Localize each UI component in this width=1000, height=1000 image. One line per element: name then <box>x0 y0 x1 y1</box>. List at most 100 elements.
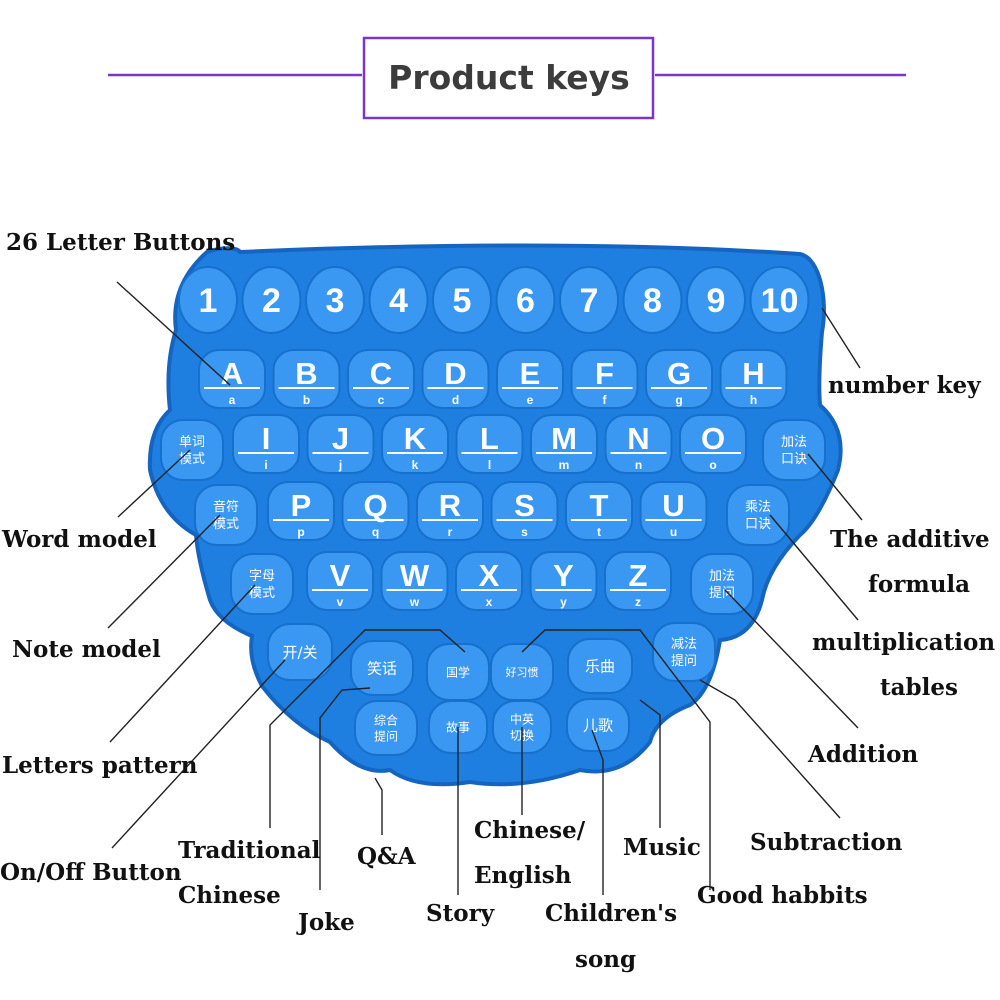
label-qa: Q&A <box>357 843 417 870</box>
letter-key-cap <box>198 349 266 409</box>
func-key-cap <box>267 623 333 681</box>
func-key-label: 提问 <box>374 728 398 743</box>
letter-key-u[interactable]: Uu <box>639 481 708 541</box>
func-key-songs[interactable]: 儿歌 <box>566 698 630 752</box>
letter-key-cap <box>679 414 747 474</box>
letter-key-cap <box>272 349 341 409</box>
label-story: Story <box>426 900 495 927</box>
letter-key-m[interactable]: Mm <box>530 414 598 474</box>
number-key-9[interactable]: 9 <box>686 266 746 334</box>
func-key-on-off[interactable]: 开/关 <box>267 623 333 681</box>
number-key-7[interactable]: 7 <box>559 266 619 334</box>
letter-key-o[interactable]: Oo <box>679 414 747 474</box>
letter-key-upper: D <box>444 356 466 391</box>
func-key-traditional[interactable]: 国学 <box>426 643 490 701</box>
leader-note-model <box>107 514 221 629</box>
func-key-label: 音符 <box>213 499 239 515</box>
letter-key-cap <box>719 349 788 409</box>
letter-key-z[interactable]: Zz <box>604 551 672 611</box>
func-key-music[interactable]: 乐曲 <box>567 638 633 694</box>
number-key-label: 7 <box>580 282 599 320</box>
letter-key-lower: h <box>750 393 757 407</box>
func-key-label: 国学 <box>446 664 470 679</box>
number-key-2[interactable]: 2 <box>241 266 302 334</box>
letter-key-lower: e <box>527 393 534 407</box>
letter-key-b[interactable]: Bb <box>272 349 341 409</box>
number-key-cap <box>559 266 619 334</box>
letter-key-v[interactable]: Vv <box>306 551 374 611</box>
letter-key-cap <box>529 551 598 611</box>
leader-letters <box>116 281 231 386</box>
letter-key-j[interactable]: Jj <box>306 414 375 474</box>
number-key-6[interactable]: 6 <box>495 266 556 334</box>
letter-key-w[interactable]: Ww <box>380 551 449 611</box>
letter-key-lower: i <box>264 458 267 472</box>
func-key-good-habits[interactable]: 好习惯 <box>490 643 554 701</box>
letter-key-upper: C <box>370 356 392 391</box>
func-key-label: 中英 <box>510 711 534 726</box>
func-key-label: 好习惯 <box>506 665 539 679</box>
letter-key-c[interactable]: Cc <box>347 349 415 409</box>
func-key-label: 乘法 <box>745 500 771 515</box>
letter-key-q[interactable]: Qq <box>341 481 410 541</box>
number-key-cap <box>432 266 492 334</box>
letter-key-cap <box>416 481 484 541</box>
leader-letters-pattern <box>109 584 256 743</box>
letter-key-upper: A <box>221 356 243 391</box>
letter-key-x[interactable]: Xx <box>455 551 523 611</box>
letter-key-d[interactable]: Dd <box>421 349 490 409</box>
number-key-5[interactable]: 5 <box>432 266 492 334</box>
letter-key-k[interactable]: Kk <box>381 414 449 474</box>
letter-key-lower: x <box>486 595 493 609</box>
letter-key-f[interactable]: Ff <box>570 349 639 409</box>
letter-key-cap <box>306 414 375 474</box>
letter-key-n[interactable]: Nn <box>604 414 673 474</box>
number-key-8[interactable]: 8 <box>622 266 683 334</box>
number-key-3[interactable]: 3 <box>305 266 365 334</box>
leader-addition <box>724 589 859 729</box>
letter-key-i[interactable]: Ii <box>232 414 300 474</box>
letter-key-e[interactable]: Ee <box>496 349 564 409</box>
letter-key-upper: V <box>330 558 351 593</box>
func-key-label: 加法 <box>709 569 735 584</box>
letter-key-lower: n <box>635 458 642 472</box>
leader-multiplication <box>769 514 859 621</box>
letter-key-a[interactable]: Aa <box>198 349 266 409</box>
letter-key-p[interactable]: Pp <box>267 481 335 541</box>
number-key-label: 8 <box>643 282 662 320</box>
letter-key-upper: W <box>400 558 430 593</box>
number-key-1[interactable]: 1 <box>178 266 238 334</box>
func-key-label: 提问 <box>671 653 697 669</box>
leader-additive <box>807 453 863 521</box>
letter-key-cap <box>496 349 564 409</box>
label-multiplication-line2: tables <box>880 674 958 701</box>
letter-key-r[interactable]: Rr <box>416 481 484 541</box>
label-joke: Joke <box>296 909 355 936</box>
letter-key-h[interactable]: Hh <box>719 349 788 409</box>
func-key-cap <box>160 419 224 481</box>
letter-key-lower: t <box>597 525 601 539</box>
letter-key-l[interactable]: Ll <box>455 414 524 474</box>
number-key-cap <box>622 266 683 334</box>
number-key-4[interactable]: 4 <box>368 266 429 334</box>
letter-key-cap <box>570 349 639 409</box>
letter-key-y[interactable]: Yy <box>529 551 598 611</box>
func-key-label: 口诀 <box>745 517 771 532</box>
letter-key-upper: S <box>514 488 535 523</box>
letter-key-g[interactable]: Gg <box>645 349 713 409</box>
func-key-joke[interactable]: 笑话 <box>350 640 414 696</box>
number-key-10[interactable]: 10 <box>749 266 810 334</box>
header: Product keys <box>108 36 906 120</box>
letter-key-s[interactable]: Ss <box>490 481 559 541</box>
label-letters-pattern: Letters pattern <box>2 752 198 779</box>
letter-key-t[interactable]: Tt <box>565 481 633 541</box>
